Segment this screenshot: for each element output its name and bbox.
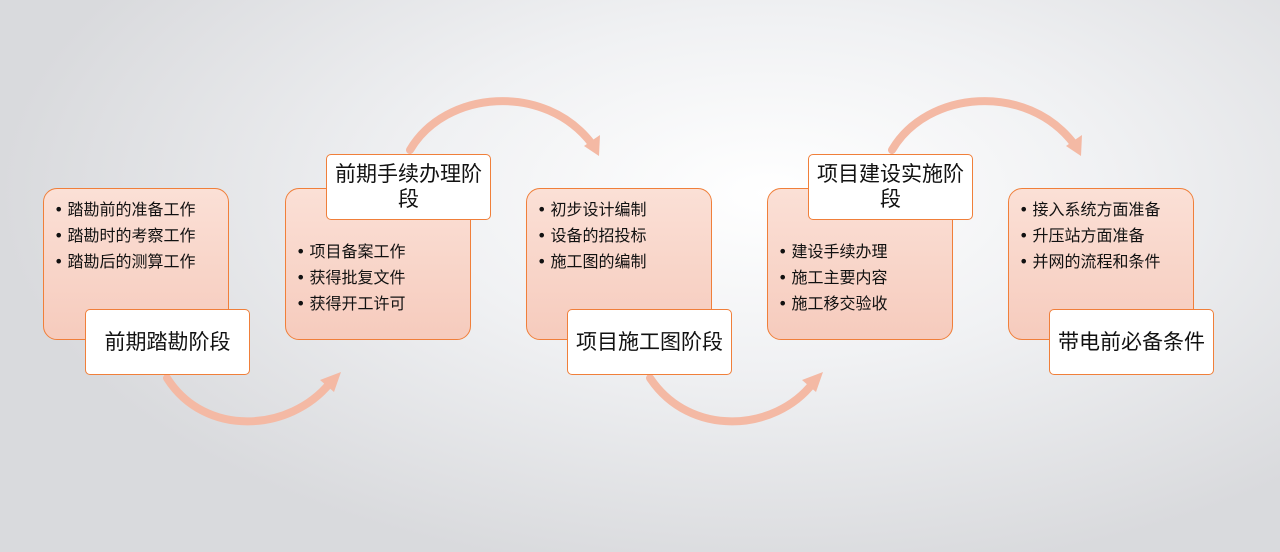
- stage-3-item-2: 设备的招投标: [537, 223, 705, 249]
- stage-2-item-3: 获得开工许可: [296, 291, 464, 317]
- stage-5-title: 带电前必备条件: [1049, 309, 1214, 375]
- stage-4-item-1: 建设手续办理: [778, 239, 946, 265]
- arrow-curve-2: [406, 97, 596, 154]
- stage-4-list: 建设手续办理 施工主要内容 施工移交验收: [778, 239, 946, 317]
- arrow-curve-1: [163, 374, 334, 426]
- arrow-head-1: [320, 372, 341, 392]
- stage-1-item-3: 踏勘后的测算工作: [54, 249, 222, 275]
- arrow-head-4: [1066, 135, 1082, 156]
- stage-1-item-1: 踏勘前的准备工作: [54, 197, 222, 223]
- stage-1-title: 前期踏勘阶段: [85, 309, 250, 375]
- stage-2-title: 前期手续办理阶段: [326, 154, 491, 220]
- stage-4-item-2: 施工主要内容: [778, 265, 946, 291]
- stage-5-item-1: 接入系统方面准备: [1019, 197, 1187, 223]
- stage-1-list: 踏勘前的准备工作 踏勘时的考察工作 踏勘后的测算工作: [54, 197, 222, 275]
- stage-5-item-3: 并网的流程和条件: [1019, 249, 1187, 275]
- stage-3-title: 项目施工图阶段: [567, 309, 732, 375]
- arrow-head-2: [584, 135, 600, 156]
- arrow-head-3: [802, 372, 823, 392]
- stage-2-list: 项目备案工作 获得批复文件 获得开工许可: [296, 239, 464, 317]
- arrow-curve-3: [646, 374, 817, 426]
- arrow-curve-4: [888, 97, 1078, 154]
- stage-2-item-2: 获得批复文件: [296, 265, 464, 291]
- stage-5-item-2: 升压站方面准备: [1019, 223, 1187, 249]
- stage-4-title: 项目建设实施阶段: [808, 154, 973, 220]
- stage-3-item-1: 初步设计编制: [537, 197, 705, 223]
- stage-5-list: 接入系统方面准备 升压站方面准备 并网的流程和条件: [1019, 197, 1187, 275]
- stage-4-item-3: 施工移交验收: [778, 291, 946, 317]
- stage-3-list: 初步设计编制 设备的招投标 施工图的编制: [537, 197, 705, 275]
- stage-3-item-3: 施工图的编制: [537, 249, 705, 275]
- stage-1-item-2: 踏勘时的考察工作: [54, 223, 222, 249]
- stage-2-item-1: 项目备案工作: [296, 239, 464, 265]
